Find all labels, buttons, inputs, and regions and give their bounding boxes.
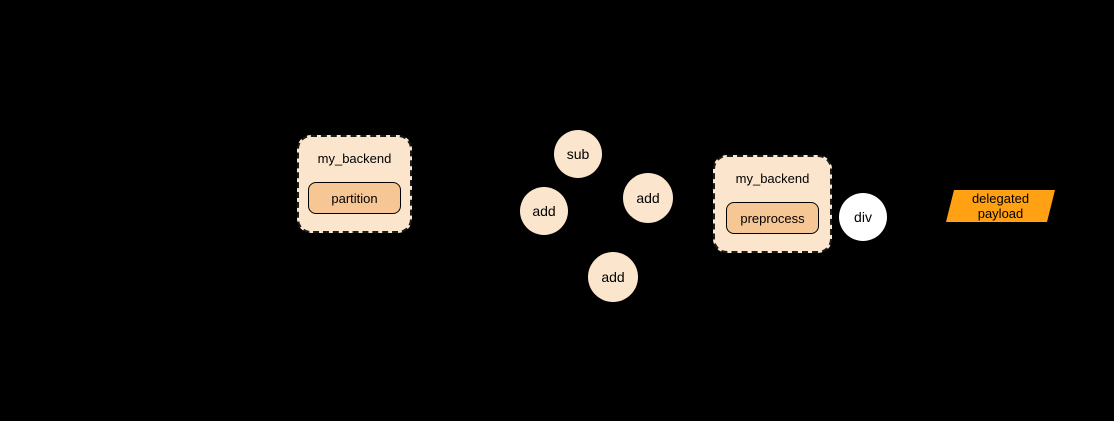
backend-cluster-preprocess: my_backend preprocess: [713, 155, 832, 253]
op-node-add-3: add: [588, 252, 638, 302]
op-node-div: div: [839, 193, 887, 241]
backend-cluster-partition: my_backend partition: [297, 135, 412, 233]
payload-label-line1: delegated: [971, 191, 1030, 206]
op-node-sub: sub: [554, 130, 602, 178]
delegated-payload-node: delegated payload: [946, 190, 1055, 222]
op-node-add-1: add: [520, 187, 568, 235]
op-node-add-2: add: [623, 173, 673, 223]
partition-op-node: partition: [308, 182, 401, 214]
cluster-title: my_backend: [735, 171, 810, 186]
preprocess-op-node: preprocess: [726, 202, 819, 234]
payload-label-line2: payload: [977, 206, 1024, 221]
cluster-title: my_backend: [317, 151, 392, 166]
